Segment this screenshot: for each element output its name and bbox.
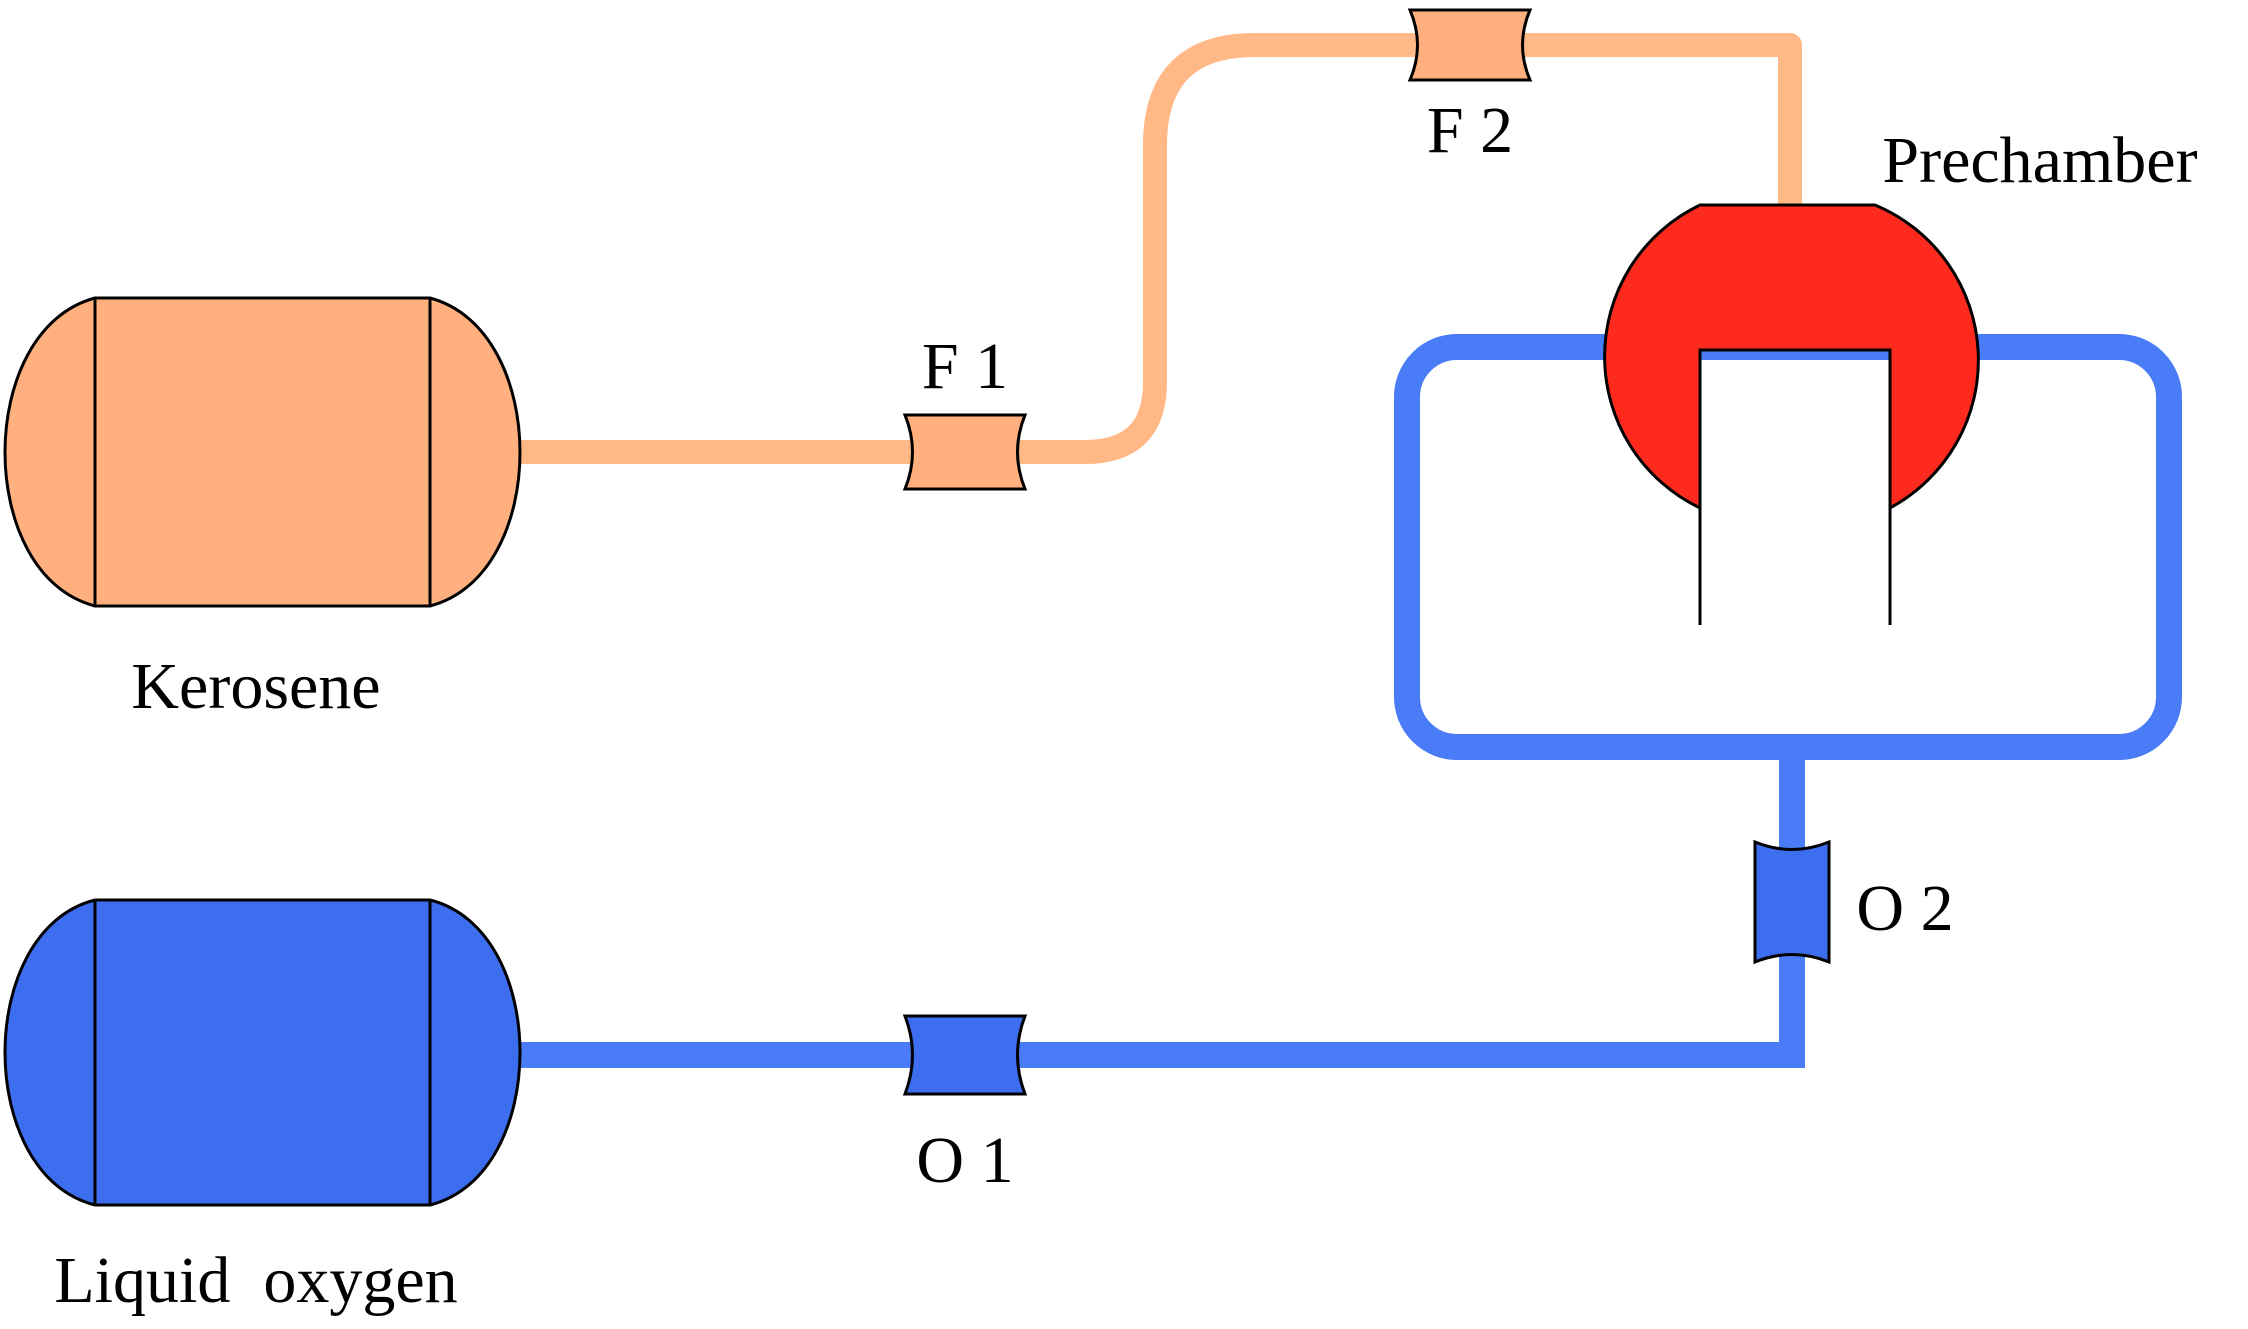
- f1-label: F 1: [922, 330, 1008, 403]
- kerosene-label: Kerosene: [131, 650, 380, 723]
- valve-o1: [902, 1014, 1028, 1096]
- valve-f1: [902, 413, 1028, 491]
- prechamber-body: [1603, 203, 1980, 511]
- prechamber-label: Prechamber: [1882, 124, 2197, 197]
- oxygen-feed-line: [510, 747, 1805, 1068]
- valve-o2: [1753, 839, 1831, 965]
- kerosene-tank: [3, 296, 522, 608]
- prechamber: [1603, 203, 1980, 625]
- o2-label: O 2: [1856, 872, 1953, 945]
- liquid-oxygen-label: Liquid oxygen: [54, 1244, 457, 1317]
- f2-label: F 2: [1427, 94, 1513, 167]
- valve-f2: [1407, 8, 1533, 82]
- o1-label: O 1: [916, 1124, 1013, 1197]
- kerosene-feed-line: [510, 33, 1802, 464]
- oxygen-cooling-loop: [1394, 334, 2182, 760]
- liquid-oxygen-tank: [3, 898, 522, 1207]
